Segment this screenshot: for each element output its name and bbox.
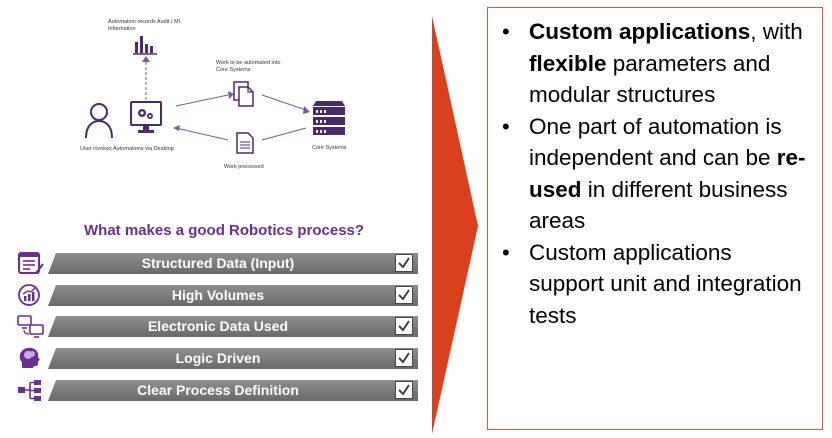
work-to-automate-label: Work to be automated into Core Systems: [216, 60, 281, 74]
checkbox-checked-icon: [395, 381, 413, 399]
automation-diagram: Automation records Audit / MI Informatio…: [0, 0, 420, 200]
form-icon: [18, 252, 44, 274]
list-item: • One part of automation is independent …: [488, 111, 812, 237]
document-icon: [236, 132, 254, 154]
server-icon: [313, 101, 345, 135]
list-item: • Custom applications support unit and i…: [488, 237, 812, 332]
criterion-label: High Volumes: [171, 287, 265, 303]
criterion-row: Electronic Data Used: [16, 314, 418, 338]
work-processed-label: Work processed: [224, 164, 264, 170]
criterion-label: Logic Driven: [175, 350, 261, 366]
hierarchy-icon: [18, 380, 41, 401]
bullet-text: parameters and modular structures: [529, 50, 771, 108]
checkbox-checked-icon: [395, 286, 413, 304]
criterion-label: Structured Data (Input): [141, 255, 295, 271]
checkbox-checked-icon: [395, 349, 413, 367]
core-systems-label: Core Systems: [312, 145, 347, 151]
criteria-heading: What makes a good Robotics process?: [84, 222, 365, 239]
bullet-text: Custom applications support unit and int…: [529, 239, 802, 328]
list-item: • Custom applications, with flexible par…: [488, 16, 812, 111]
documents-icon: [233, 81, 254, 107]
bullet-dot: •: [502, 239, 510, 265]
criterion-bar: High Volumes: [48, 285, 418, 306]
checkbox-checked-icon: [395, 254, 413, 272]
criterion-label: Clear Process Definition: [137, 382, 299, 398]
criterion-bar: Clear Process Definition: [48, 380, 418, 401]
bullet-text-bold: flexible: [529, 50, 607, 76]
criterion-row: High Volumes: [16, 283, 418, 307]
bullet-text: , with: [750, 19, 803, 44]
benefits-box: • Custom applications, with flexible par…: [487, 7, 823, 430]
bullet-text: One part of automation is independent an…: [529, 113, 782, 171]
bullet-dot: •: [502, 19, 510, 44]
devices-icon: [17, 315, 44, 338]
user-label: User invokes Automations via Desktop: [80, 146, 174, 152]
criterion-label: Electronic Data Used: [147, 318, 289, 334]
user-icon: [85, 103, 113, 139]
bullet-dot: •: [502, 113, 510, 139]
bullet-text: in different business areas: [529, 176, 788, 234]
criterion-bar: Electronic Data Used: [48, 316, 418, 337]
criterion-row: Structured Data (Input): [16, 251, 418, 275]
criterion-row: Logic Driven: [16, 346, 418, 370]
flow-arrows: [173, 91, 310, 141]
audit-label: Automation records Audit / MI Informatio…: [108, 19, 181, 33]
audit-arrow: [142, 56, 150, 100]
bullet-text-bold: Custom applications: [529, 19, 751, 44]
trend-chart-icon: [18, 284, 40, 306]
checkbox-checked-icon: [395, 317, 413, 335]
brain-head-icon: [19, 347, 40, 368]
criterion-row: Clear Process Definition: [16, 378, 418, 402]
bullet-text-bold: re-used: [529, 145, 806, 202]
bar-chart-icon: [133, 36, 157, 55]
chevron-arrow-shape: [432, 16, 478, 434]
desktop-gear-icon: [130, 101, 162, 133]
benefits-list: • Custom applications, with flexible par…: [488, 8, 822, 331]
criterion-bar: Structured Data (Input): [48, 253, 418, 274]
criterion-bar: Logic Driven: [48, 348, 418, 369]
